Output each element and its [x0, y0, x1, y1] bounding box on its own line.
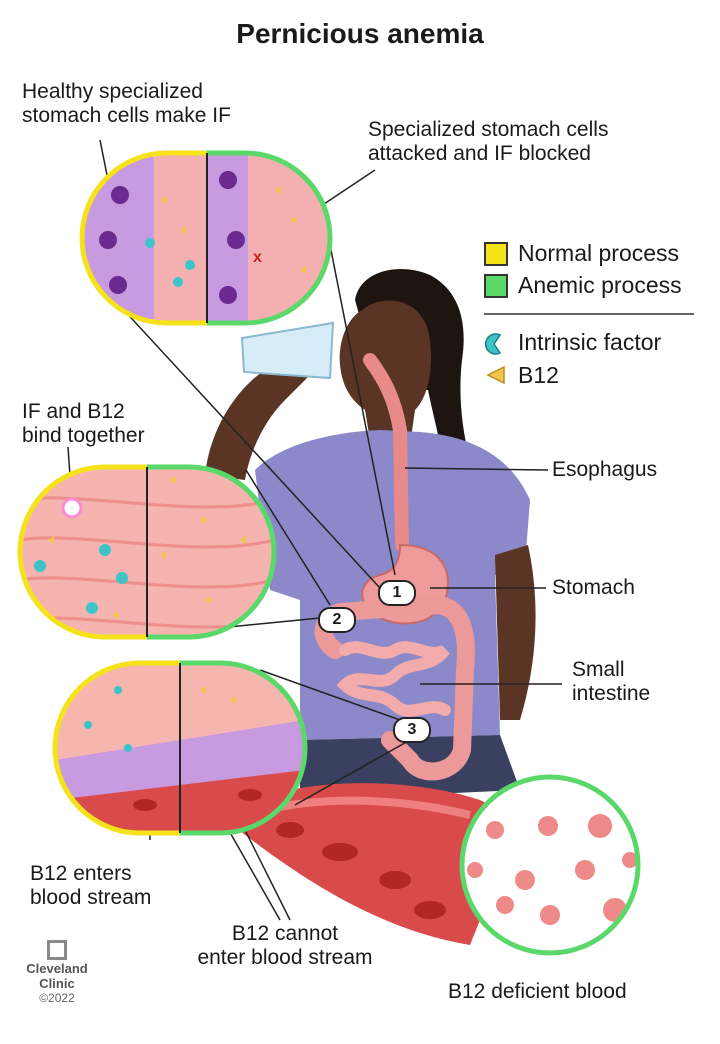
label-stomach: Stomach — [552, 576, 635, 599]
legend-normal: Normal process — [518, 240, 680, 266]
callout-1: 1 — [378, 580, 416, 606]
copyright: ©2022 — [39, 990, 75, 1005]
intrinsic-factor-icon — [484, 333, 502, 355]
label-small-intestine: Small intestine — [572, 658, 651, 705]
label-esophagus: Esophagus — [552, 458, 658, 481]
capsule-binding — [17, 464, 277, 640]
label-attacked-cells: Specialized stomach cells attacked and I… — [368, 118, 609, 165]
legend-intrinsic-factor: Intrinsic factor — [518, 329, 662, 355]
capsule-stomach-cells: x — [79, 150, 333, 326]
label-b12-cannot: B12 cannot enter blood stream — [197, 922, 373, 969]
legend-anemic: Anemic process — [518, 272, 682, 298]
page-title: Pernicious anemia — [236, 18, 484, 49]
callout-2: 2 — [318, 607, 356, 633]
callout-3: 3 — [393, 717, 431, 743]
water-glass — [240, 321, 335, 380]
small-intestine — [336, 641, 451, 717]
label-bind-together: IF and B12 bind together — [22, 400, 145, 447]
arm-lower — [495, 545, 536, 720]
logo-mark-icon — [47, 940, 67, 960]
label-deficient-blood: B12 deficient blood — [448, 980, 627, 1003]
yellow-swatch — [484, 242, 508, 266]
svg-text:x: x — [253, 249, 262, 266]
b12-triangle-icon — [486, 365, 505, 385]
esophagus — [363, 353, 409, 552]
label-healthy-cells: Healthy specialized stomach cells make I… — [22, 80, 231, 127]
green-swatch — [484, 274, 508, 298]
legend-b12: B12 — [518, 362, 559, 388]
capsule-absorption — [52, 660, 308, 836]
label-b12-enters: B12 enters blood stream — [30, 862, 152, 909]
arm-raised — [205, 345, 315, 480]
cleveland-clinic-logo: Cleveland Clinic ©2022 — [22, 940, 92, 1006]
deficient-blood-circle — [459, 774, 641, 956]
